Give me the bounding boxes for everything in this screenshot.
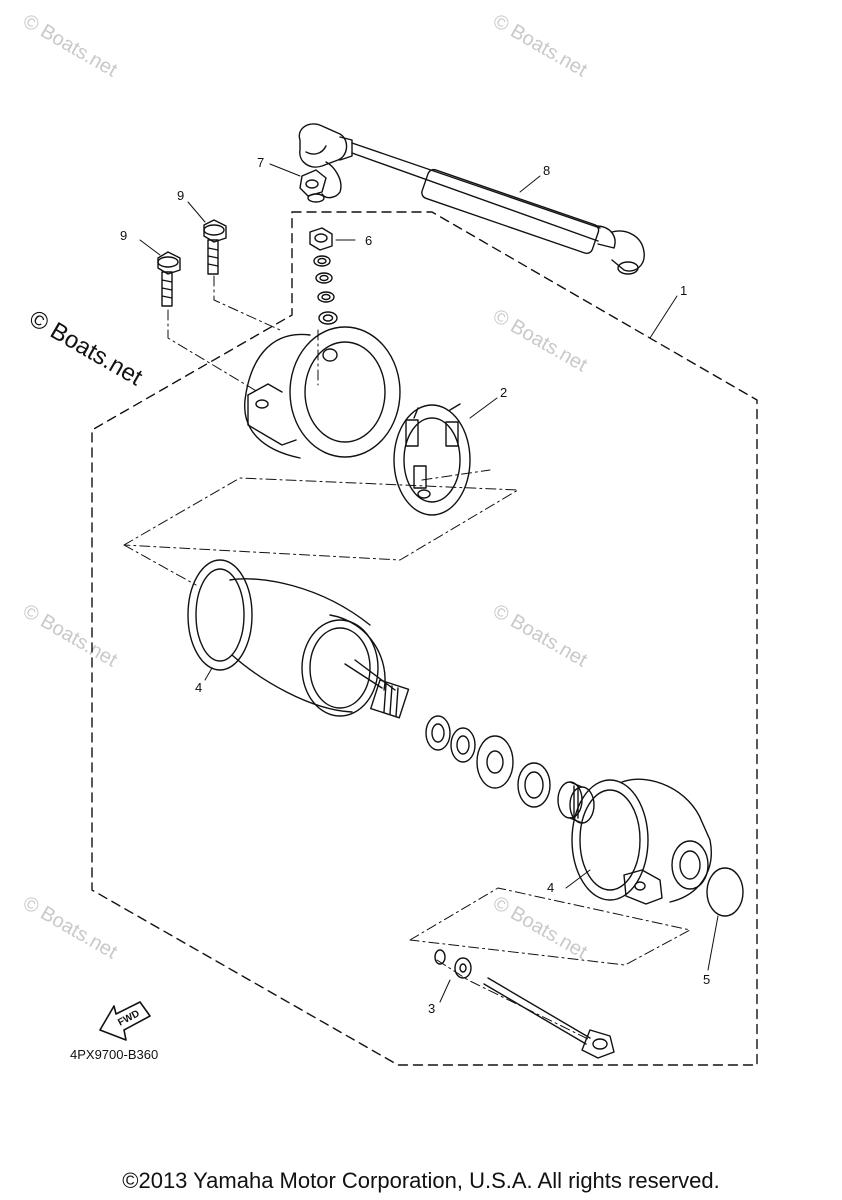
callout-3: 3: [428, 1001, 435, 1016]
callout-7: 7: [257, 155, 264, 170]
nut-and-washers: [309, 227, 338, 325]
front-cover: [571, 778, 712, 905]
needle-bearing: [557, 781, 595, 824]
leader-lines: [139, 163, 719, 1003]
callout-2: 2: [500, 385, 507, 400]
brush-holder: [393, 403, 471, 516]
callout-8: 8: [543, 163, 550, 178]
callout-4-cover: 4: [547, 880, 554, 895]
callout-1: 1: [680, 283, 687, 298]
assembly-outline: [91, 211, 758, 1066]
bolt-lower: [157, 251, 181, 307]
bolt-upper: [203, 219, 227, 275]
thrust-washers: [425, 715, 514, 789]
callout-9-lower: 9: [120, 228, 127, 243]
callout-9-upper: 9: [177, 188, 184, 203]
o-ring: [706, 867, 744, 917]
terminal-nut: [299, 169, 327, 203]
through-bolt: [434, 949, 615, 1059]
fwd-arrow-icon: [99, 1001, 151, 1041]
starter-yoke: [244, 326, 401, 459]
copyright-notice: ©2013 Yamaha Motor Corporation, U.S.A. A…: [122, 1168, 720, 1193]
callout-4-armature: 4: [195, 680, 202, 695]
center-lines: [123, 275, 691, 1041]
armature: [187, 559, 410, 719]
oil-seal: [517, 762, 551, 808]
diagram-code: 4PX9700-B360: [70, 1047, 159, 1062]
callout-6: 6: [365, 233, 372, 248]
lead-wire: [298, 123, 645, 275]
callout-5: 5: [703, 972, 710, 987]
